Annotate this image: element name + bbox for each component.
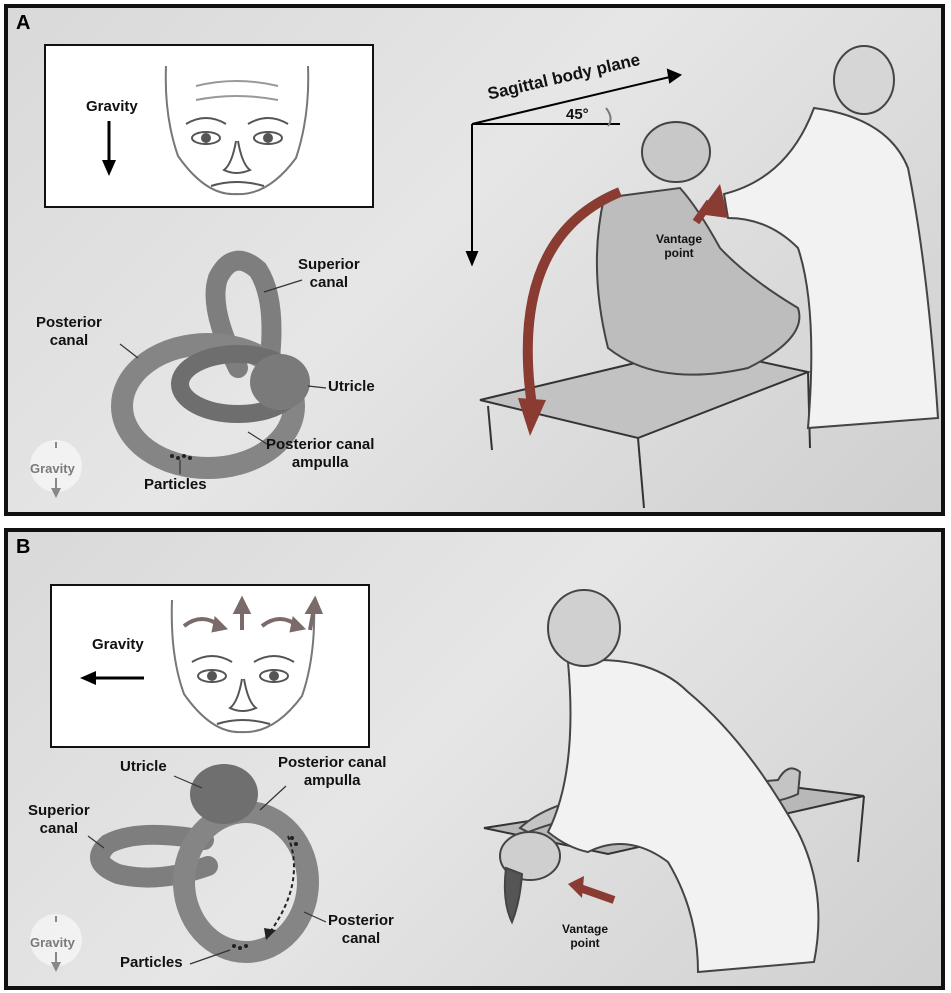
scene-a-drawing <box>8 8 945 516</box>
panel-b: B Gravity <box>4 528 945 990</box>
vantage-arrow-b <box>568 876 614 900</box>
label-vantage-b: Vantage point <box>562 922 608 950</box>
panel-a: A Gravity <box>4 4 945 516</box>
label-vantage-a: Vantage point <box>656 232 702 260</box>
label-angle: 45° <box>566 106 589 124</box>
vantage-arrow-a <box>696 184 728 222</box>
scene-b-drawing <box>8 532 945 990</box>
